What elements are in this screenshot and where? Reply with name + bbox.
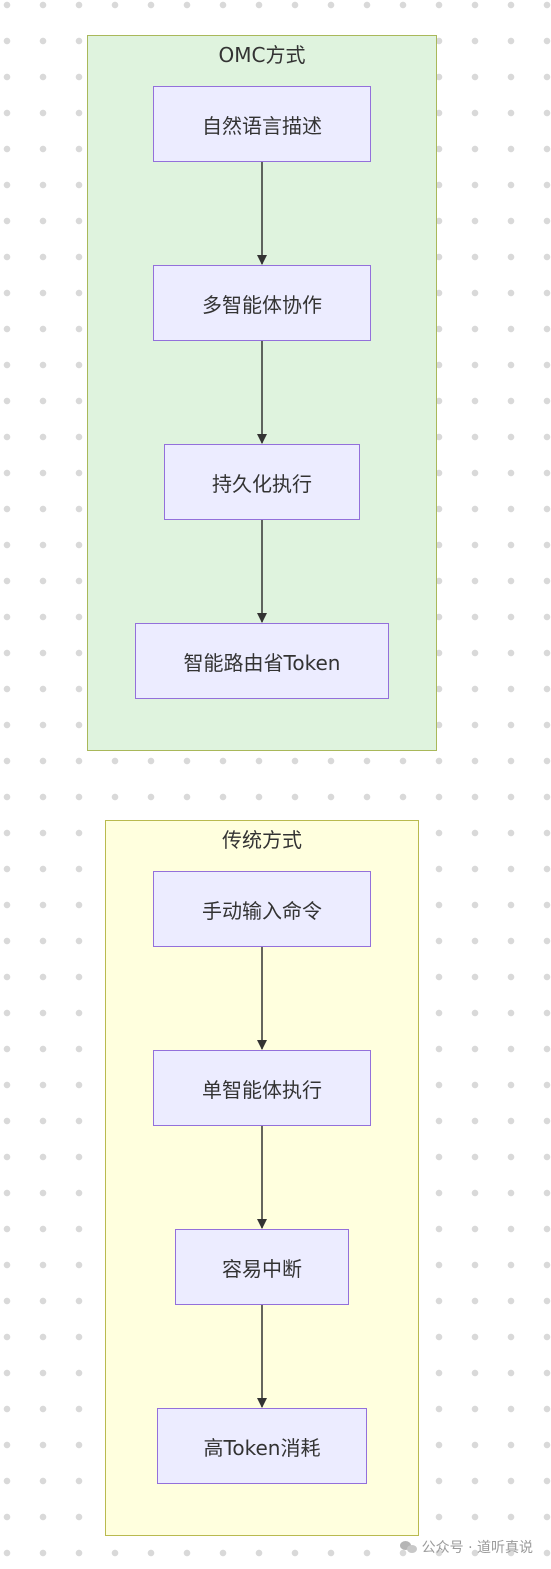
omc-group-title: OMC方式	[218, 43, 306, 67]
wechat-icon	[399, 1540, 418, 1554]
node-natural-language: 自然语言描述	[153, 86, 371, 162]
node-high-token: 高Token消耗	[157, 1408, 367, 1484]
node-single-agent: 单智能体执行	[153, 1050, 371, 1126]
node-manual-input: 手动输入命令	[153, 871, 371, 947]
node-easy-interrupt: 容易中断	[175, 1229, 349, 1305]
watermark-text: 公众号 · 道听真说	[421, 1540, 533, 1556]
traditional-group-title: 传统方式	[222, 828, 302, 852]
node-persistent-exec: 持久化执行	[164, 444, 360, 520]
watermark: 公众号 · 道听真说	[399, 1537, 533, 1557]
node-smart-routing: 智能路由省Token	[135, 623, 389, 699]
node-multi-agent: 多智能体协作	[153, 265, 371, 341]
